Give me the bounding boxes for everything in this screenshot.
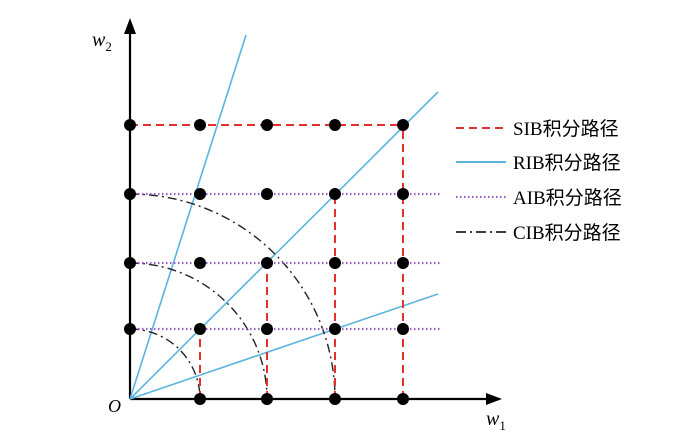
grid-node [397, 119, 409, 131]
rib-paths [129, 34, 439, 400]
grid-node [261, 188, 273, 200]
grid-node [194, 257, 206, 269]
legend-item-rib: RIB积分路径 [456, 152, 621, 174]
grid-node [261, 257, 273, 269]
legend-item-sib: SIB积分路径 [456, 118, 619, 140]
legend-label-cib: CIB积分路径 [513, 222, 621, 244]
axis-node-y-3 [124, 188, 136, 200]
legend-item-cib: CIB积分路径 [456, 222, 621, 244]
grid-node [397, 323, 409, 335]
legend-label-aib: AIB积分路径 [513, 187, 622, 209]
rib-ray-1 [129, 34, 247, 400]
cib-arc-1 [129, 328, 201, 400]
legend-label-rib: RIB积分路径 [513, 152, 621, 174]
y-axis-label: w2 [92, 29, 112, 54]
grid-node [261, 323, 273, 335]
cib-arc-3 [129, 193, 336, 400]
grid-node [329, 188, 341, 200]
grid-node [194, 323, 206, 335]
cib-paths [129, 193, 336, 400]
x-axis-label: w1 [486, 408, 506, 433]
grid-node [397, 257, 409, 269]
origin-label: O [108, 396, 121, 416]
grid-node [261, 119, 273, 131]
rib-ray-3 [129, 293, 439, 400]
legend: SIB积分路径 RIB积分路径 AIB积分路径 CIB积分路径 [456, 118, 622, 244]
axis-node-x-1 [194, 393, 206, 405]
axis-node-x-4 [397, 393, 409, 405]
x-axis-arrow [486, 393, 502, 405]
grid-node [329, 119, 341, 131]
axis-node-x-3 [329, 393, 341, 405]
axis-node-y-1 [124, 323, 136, 335]
grid-node [329, 323, 341, 335]
legend-item-aib: AIB积分路径 [456, 187, 622, 209]
axis-node-x-2 [261, 393, 273, 405]
cib-arc-2 [129, 262, 268, 400]
grid-node [397, 188, 409, 200]
axes [124, 18, 502, 405]
rib-ray-2 [129, 91, 439, 400]
legend-label-sib: SIB积分路径 [513, 118, 619, 140]
grid-node [194, 188, 206, 200]
axis-node-y-2 [124, 257, 136, 269]
axis-node-y-4 [124, 119, 136, 131]
y-axis-arrow [124, 18, 136, 34]
grid-node [329, 257, 341, 269]
grid-node [194, 119, 206, 131]
grid-nodes [124, 119, 409, 405]
